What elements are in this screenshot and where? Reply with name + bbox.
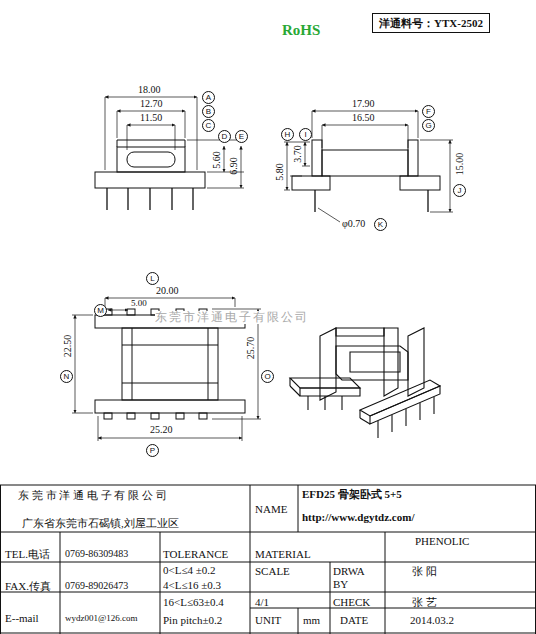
title-block-cell: 0769-86309483 [65, 548, 128, 559]
callout-letter: B [202, 105, 215, 118]
title-block-cell: MATERIAL [255, 548, 311, 560]
title-block-cell: 0<L≤4 ±0.2 [163, 564, 216, 576]
title-block-cell: BY [333, 578, 348, 590]
title-block-cell: SCALE [255, 565, 290, 577]
callout-letter: A [202, 91, 215, 104]
title-block-cell: DATE [340, 614, 368, 626]
dimension-text: 5.80 [274, 163, 285, 181]
title-block-cell: DRWA [333, 565, 365, 577]
dimension-text: 25.20 [150, 424, 173, 435]
callout-letter: O [261, 370, 274, 383]
title-block-cell: 2014.03.2 [410, 614, 454, 626]
watermark: 东莞市洋通电子有限公司 [155, 311, 309, 324]
title-block-cell: 东 莞 市 洋 通 电 子 有 限 公 司 [18, 489, 167, 501]
dimension-text: 25.70 [245, 337, 256, 360]
title-block-cell: 广东省东莞市石碣镇,刘屋工业区 [22, 517, 179, 529]
title-block-cell: TEL.电话 [5, 548, 50, 560]
callout-letter: I [299, 128, 312, 141]
dimension-text: 16.50 [352, 112, 375, 123]
part-number: 洋通料号：YTX-2502 [372, 13, 490, 33]
callout-letter: L [146, 272, 159, 285]
callout-letter: D [218, 130, 231, 143]
callout-letter: H [281, 128, 294, 141]
callout-letter: F [422, 105, 435, 118]
title-block-cell: 4<L≤16 ±0.3 [163, 579, 221, 591]
callout-letter: J [453, 184, 466, 197]
dimension-text: 18.00 [138, 84, 161, 95]
callout-letter: N [60, 370, 73, 383]
title-block-cell: 张 艺 [412, 596, 437, 608]
dimension-text: 17.90 [352, 98, 375, 109]
title-block-cell: UNIT [255, 614, 281, 626]
title-block-cell: 16<L≤63±0.4 [163, 596, 224, 608]
title-block-cell: FAX.传真 [5, 580, 51, 592]
title-block-cell: TOLERANCE [163, 548, 228, 560]
title-block-cell: Pin pitch±0.2 [163, 614, 222, 626]
callout-letter: C [202, 119, 215, 132]
rohs-mark: RoHS [282, 22, 320, 39]
title-block-cell: mm [303, 614, 320, 626]
title-block-cell: http://www.dgytdz.com/ [302, 511, 414, 523]
dimension-text: 3.70 [292, 145, 303, 163]
title-block-cell: 张 阳 [412, 565, 437, 577]
title-block-cell: NAME [255, 503, 287, 515]
dimension-text: 5.60 [211, 151, 222, 169]
title-block-cell: E--mail [5, 612, 39, 624]
title-block-cell: CHECK [333, 596, 370, 608]
callout-letter: K [374, 218, 387, 231]
callout-letter: G [422, 119, 435, 132]
callout-letter: E [235, 130, 248, 143]
dimension-text: 6.90 [228, 157, 239, 175]
title-block-cell: EFD25 骨架卧式 5+5 [302, 488, 402, 500]
title-block-cell: 0769-89026473 [65, 580, 128, 591]
title-block-cell: 4/1 [255, 596, 269, 608]
dimension-text: 11.50 [140, 112, 162, 123]
dimension-text: 22.50 [62, 335, 73, 358]
callout-letter: M [94, 304, 107, 317]
dimension-text: 5.00 [131, 299, 147, 309]
dimension-text: 15.00 [454, 153, 465, 176]
callout-letter: P [146, 444, 159, 457]
dimension-text: 20.00 [156, 285, 179, 296]
title-block-cell: PHENOLIC [415, 535, 469, 547]
dimension-text: φ0.70 [342, 218, 365, 229]
dimension-text: 12.70 [140, 98, 163, 109]
title-block-cell: wydz001@126.com [65, 614, 138, 624]
